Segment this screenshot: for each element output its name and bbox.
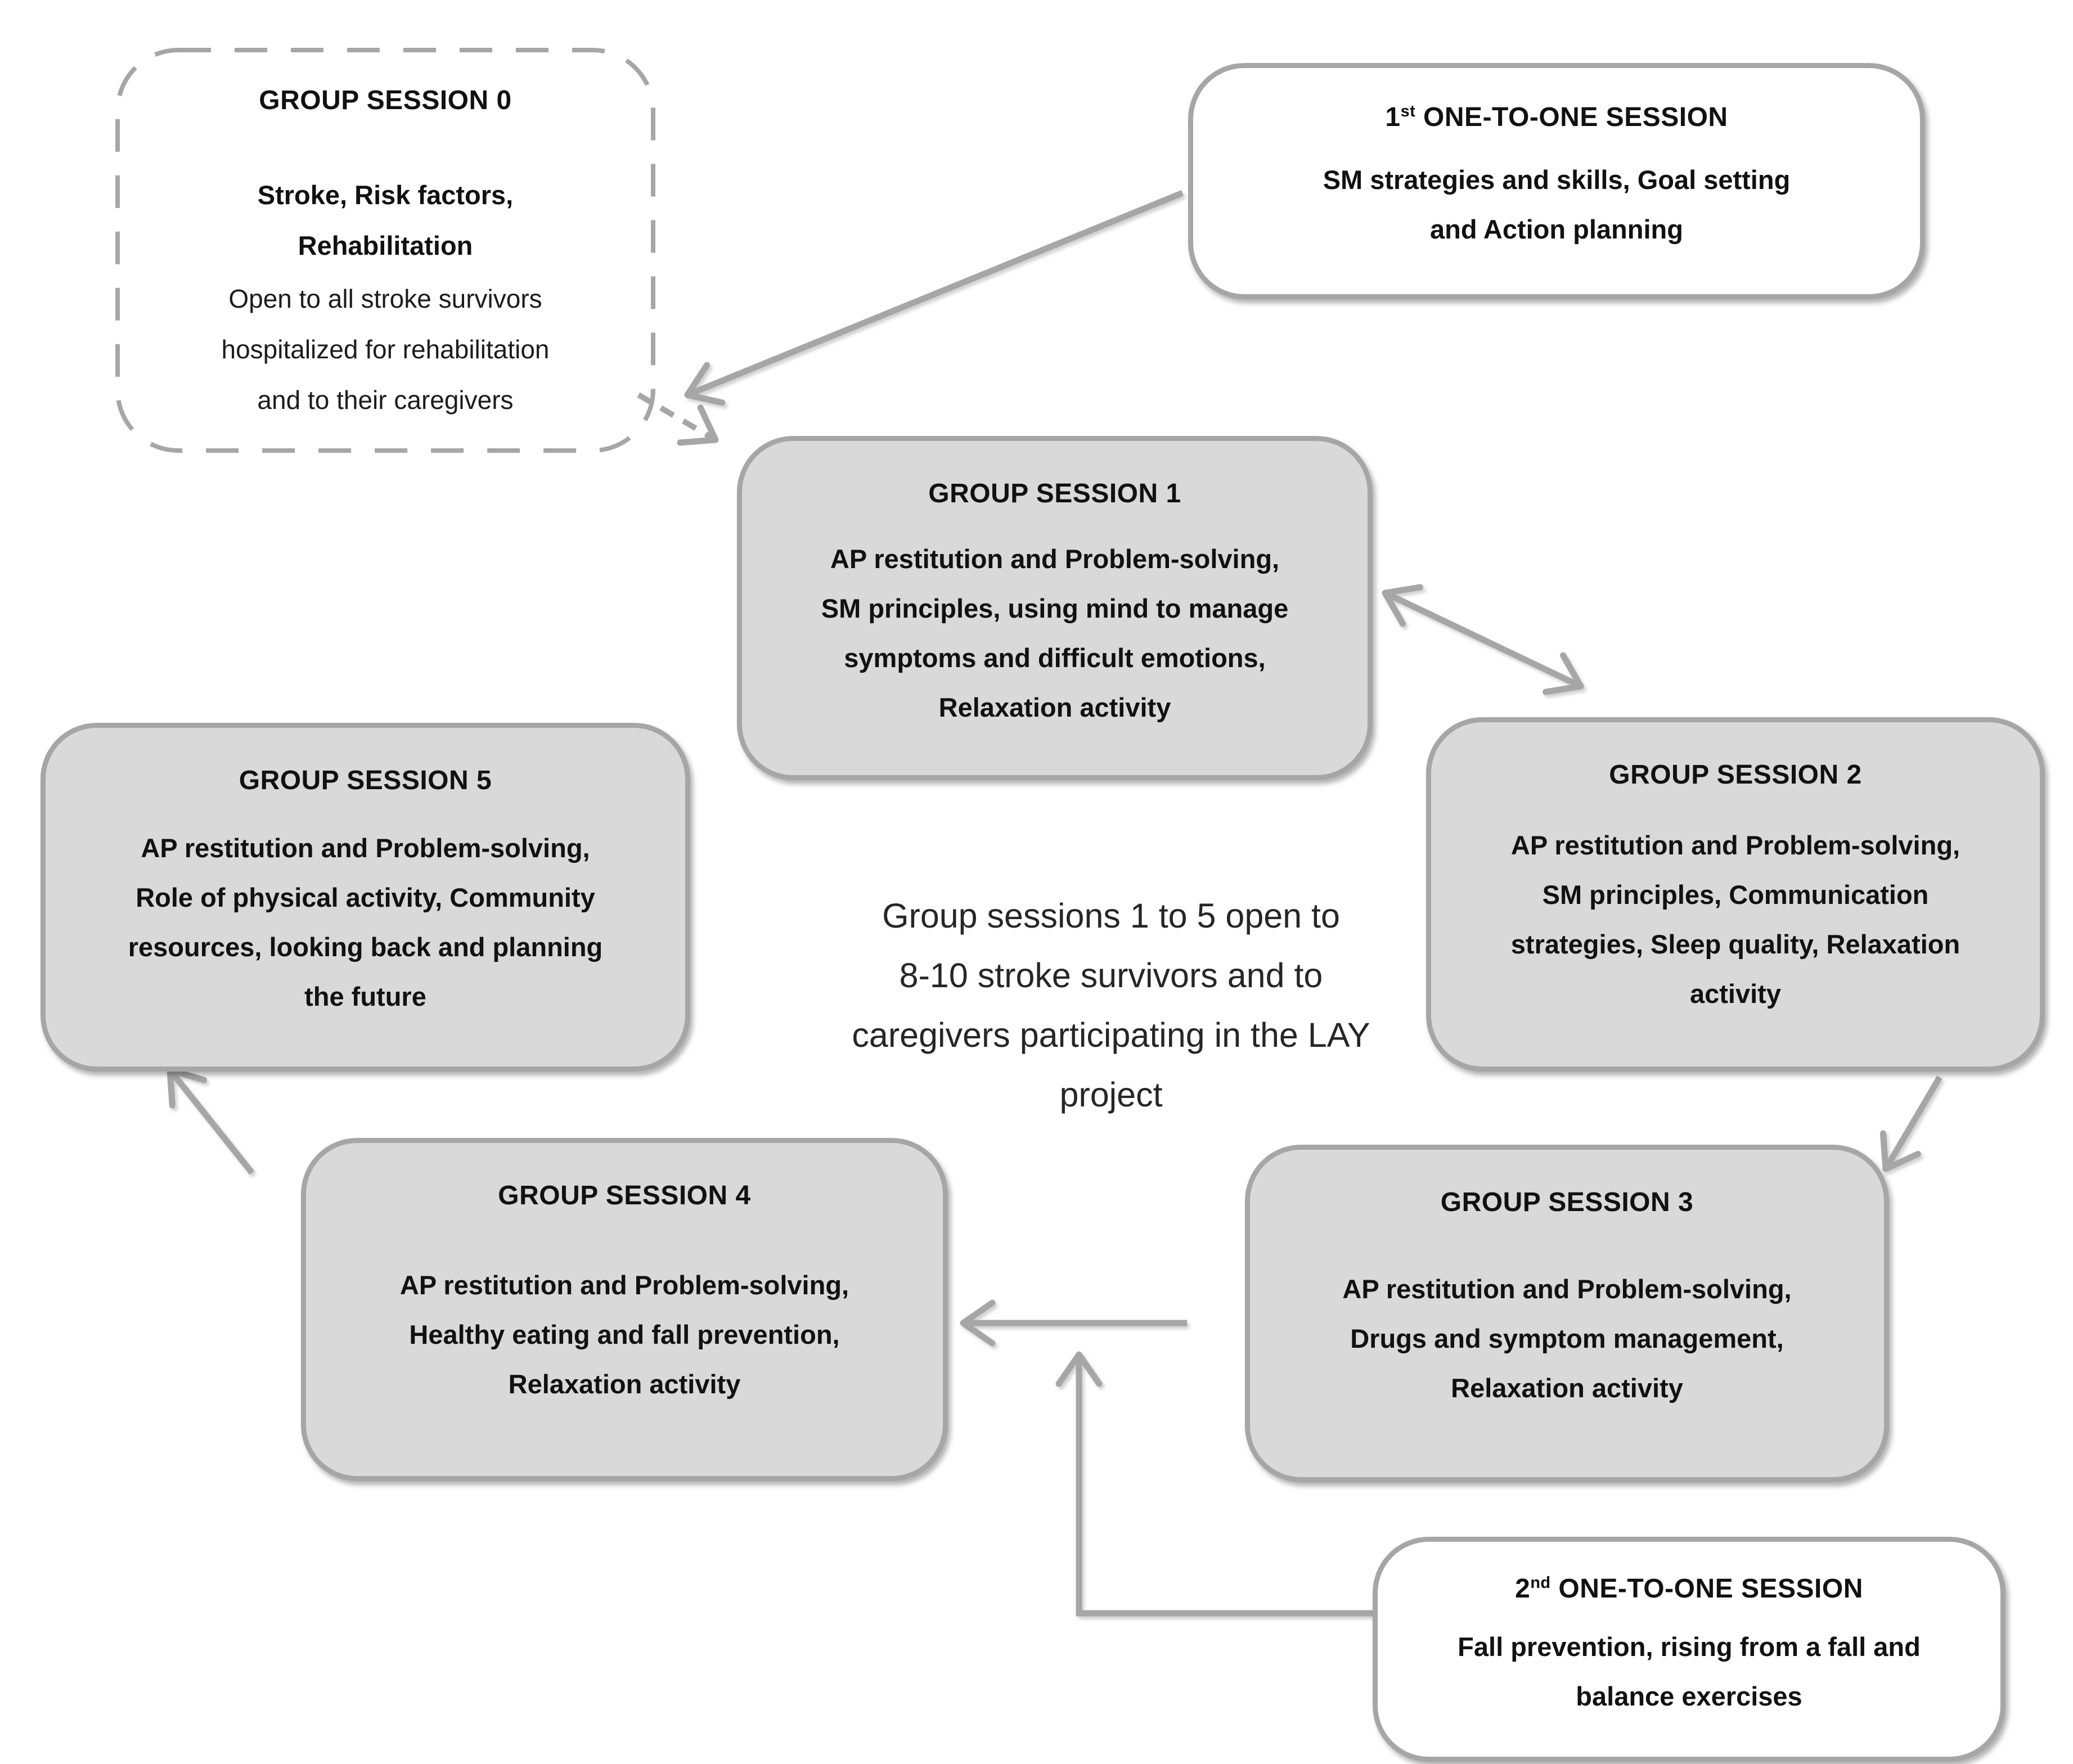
box-group-session-1: GROUP SESSION 1 AP restitution and Probl… (737, 436, 1373, 780)
box-one-to-one-1: 1st ONE-TO-ONE SESSION SM strategies and… (1188, 63, 1925, 299)
box-group-session-5: GROUP SESSION 5 AP restitution and Probl… (41, 723, 690, 1072)
session4-topics: AP restitution and Problem-solving, Heal… (399, 1270, 849, 1400)
arrow-session2-to-session3 (1879, 1076, 1942, 1172)
box-group-session-0: GROUP SESSION 0 Stroke, Risk factors, Re… (115, 48, 655, 453)
one-to-one-1-title-num: 1 (1385, 102, 1401, 132)
box-group-session-4: GROUP SESSION 4 AP restitution and Probl… (301, 1138, 948, 1481)
one-to-one-1-title: 1st ONE-TO-ONE SESSION (1385, 102, 1728, 133)
one-to-one-2-title-num: 2 (1515, 1574, 1531, 1604)
one-to-one-1-topics: SM strategies and skills, Goal setting a… (1323, 165, 1791, 245)
session0-audience: Open to all stroke survivors hospitalize… (221, 284, 550, 415)
arrow-session4-to-session5 (167, 1066, 255, 1175)
one-to-one-2-title-rest: ONE-TO-ONE SESSION (1550, 1574, 1863, 1604)
arrow-session1-session2-bidirectional (1382, 584, 1584, 695)
box-group-session-3: GROUP SESSION 3 AP restitution and Probl… (1245, 1145, 1889, 1482)
session0-topics: Stroke, Risk factors, Rehabilitation (257, 179, 514, 260)
one-to-one-2-title-sup: nd (1530, 1574, 1551, 1592)
session5-topics: AP restitution and Problem-solving, Role… (128, 833, 603, 1012)
box-group-session-2: GROUP SESSION 2 AP restitution and Probl… (1426, 717, 2045, 1072)
session1-title: GROUP SESSION 1 (928, 479, 1181, 508)
box-one-to-one-2: 2nd ONE-TO-ONE SESSION Fall prevention, … (1373, 1537, 2005, 1762)
session1-topics: AP restitution and Problem-solving, SM p… (821, 544, 1289, 723)
one-to-one-1-title-rest: ONE-TO-ONE SESSION (1415, 102, 1728, 132)
session2-topics: AP restitution and Problem-solving, SM p… (1510, 830, 1960, 1009)
session0-title: GROUP SESSION 0 (259, 86, 512, 115)
arrow-onetoone2-elbow (1055, 1351, 1377, 1617)
session0-dashed-outline (115, 48, 655, 453)
one-to-one-2-topics: Fall prevention, rising from a fall and … (1458, 1632, 1921, 1712)
arrow-onetoone1-to-session1 (684, 190, 1184, 406)
session3-topics: AP restitution and Problem-solving, Drug… (1342, 1274, 1792, 1403)
one-to-one-1-title-sup: st (1400, 102, 1416, 120)
one-to-one-2-title: 2nd ONE-TO-ONE SESSION (1515, 1574, 1863, 1604)
session2-title: GROUP SESSION 2 (1609, 760, 1862, 790)
session5-title: GROUP SESSION 5 (239, 766, 492, 795)
center-note: Group sessions 1 to 5 open to 8-10 strok… (852, 897, 1370, 1114)
session3-title: GROUP SESSION 3 (1440, 1187, 1694, 1217)
session4-title: GROUP SESSION 4 (498, 1181, 751, 1210)
